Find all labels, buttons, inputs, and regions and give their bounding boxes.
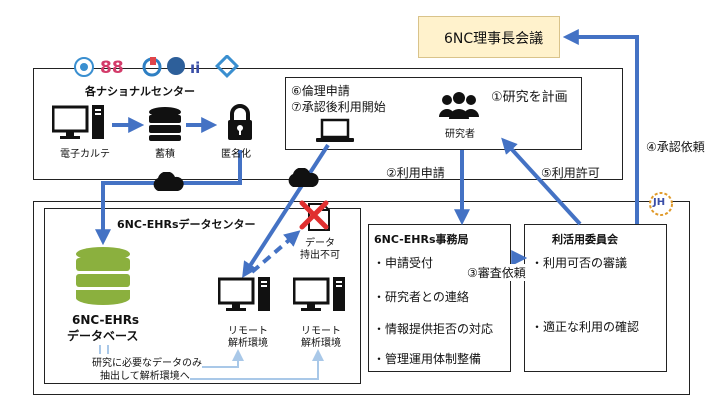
extraction-note-line2: 抽出して解析環境へ xyxy=(100,367,190,382)
ethics-application-label: ⑥倫理申請 xyxy=(291,84,350,98)
nc-logo-5-icon: ıi xyxy=(190,59,200,77)
secretariat-item: ・申請受付 xyxy=(373,256,434,270)
nc-logo-4-icon xyxy=(167,57,185,75)
jh-logo: JH xyxy=(648,191,674,221)
secretariat-item: ・情報提供拒否の対応 xyxy=(373,322,494,336)
step-ehr-label: 電子カルテ xyxy=(60,149,110,160)
database-icon xyxy=(73,246,133,306)
remote2-line2: 解析環境 xyxy=(301,338,341,349)
computer-icon xyxy=(293,276,349,316)
cloud-icon xyxy=(150,172,186,192)
researcher-label: 研究者 xyxy=(445,129,475,140)
database-stack-icon xyxy=(147,106,183,142)
plan-research-label: ①研究を計画 xyxy=(491,90,568,105)
laptop-icon xyxy=(315,118,355,144)
database-label-line2: データベース xyxy=(67,329,139,343)
remote1-line2: 解析環境 xyxy=(228,338,268,349)
database-label-line1: 6NC-EHRs xyxy=(72,313,140,327)
cloud-icon xyxy=(285,168,321,188)
remote1-line1: リモート xyxy=(228,326,268,337)
extraction-note-line1: 研究に必要なデータのみ xyxy=(92,354,202,369)
no-export-line1: データ xyxy=(305,238,335,249)
secretariat-box xyxy=(368,224,511,372)
arrow-approval-request xyxy=(562,29,639,224)
computer-icon xyxy=(218,276,274,316)
committee-item: ・適正な利用の確認 xyxy=(531,320,640,334)
approval-request-label: ④承認依頼 xyxy=(646,140,705,154)
arrow-permit xyxy=(501,137,582,226)
step-anon-label: 匿名化 xyxy=(221,149,251,160)
lock-icon xyxy=(226,104,254,142)
secretariat-item: ・管理運用体制整備 xyxy=(373,352,482,366)
researchers-group-icon xyxy=(437,91,481,121)
remote2-line1: リモート xyxy=(301,326,341,337)
step-storage-label: 蓄積 xyxy=(155,149,175,160)
council-label: 6NC理事長会議 xyxy=(444,31,544,47)
jh-logo-text: JH xyxy=(653,197,666,208)
secretariat-title: 6NC-EHRs事務局 xyxy=(374,233,469,246)
secretariat-item: ・研究者との連絡 xyxy=(373,290,469,304)
cross-icon xyxy=(299,200,329,230)
dashed-no-export xyxy=(250,230,301,274)
computer-icon xyxy=(52,104,108,144)
committee-box xyxy=(524,224,667,372)
no-export-line2: 持出不可 xyxy=(300,250,340,261)
nc-logo-6-icon xyxy=(214,53,240,79)
council-box xyxy=(418,16,560,58)
apply-label: ②利用申請 xyxy=(386,166,445,180)
nc-logos: 88 ıi xyxy=(72,53,242,83)
data-center-title: 6NC-EHRsデータセンター xyxy=(117,218,256,231)
nc-logo-2-icon: 88 xyxy=(100,58,124,78)
start-use-label: ⑦承認後利用開始 xyxy=(291,100,386,114)
committee-item: ・利用可否の審議 xyxy=(531,256,628,270)
arrow-laptop-to-remote xyxy=(242,143,330,279)
permit-label: ⑤利用許可 xyxy=(541,166,600,180)
review-request-label: ③審査依頼 xyxy=(467,264,526,281)
committee-title: 利活用委員会 xyxy=(552,233,618,246)
nc-title: 各ナショナルセンター xyxy=(85,85,195,98)
